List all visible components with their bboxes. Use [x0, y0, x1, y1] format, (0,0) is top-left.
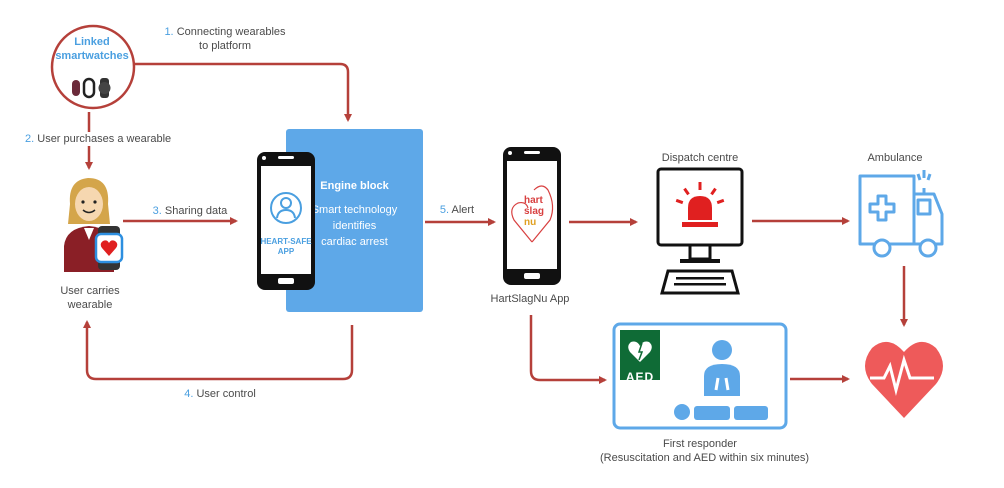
step-text: User purchases a wearable	[37, 133, 172, 145]
engine-block-description: Smart technology identifies cardiac arre…	[286, 202, 423, 250]
step-number: 5.	[439, 204, 450, 216]
step-number: 3.	[152, 205, 162, 217]
dispatch-label: Dispatch centre	[661, 152, 739, 164]
step1-label: 1. Connecting wearables to platform	[160, 25, 290, 53]
desc-line: Smart technology	[311, 204, 398, 216]
step-text: User control	[196, 388, 256, 400]
hartslagnu-logo-text: hart slag nu	[524, 195, 554, 228]
first-responder-box	[612, 322, 788, 430]
label-line: User carries	[60, 285, 120, 297]
step2-label: 2. User purchases a wearable	[25, 132, 171, 146]
logo-word: hart	[524, 195, 543, 206]
user-profile-icon	[270, 192, 302, 224]
app-name-line: APP	[277, 247, 295, 256]
siren-icon	[675, 182, 725, 227]
dispatch-computer-icon	[656, 167, 744, 295]
cpr-icon	[674, 340, 768, 420]
smartwatch-icons	[72, 77, 111, 99]
heart-safe-phone	[257, 152, 315, 290]
ambulance-label: Ambulance	[867, 152, 923, 164]
step-number: 2.	[25, 133, 35, 145]
smartwatches-title: Linked smartwatches	[52, 35, 132, 63]
heartbeat-heart-icon	[865, 341, 943, 418]
hartslagnu-label: HartSlagNu App	[490, 293, 570, 305]
user-label: User carries wearable	[50, 284, 130, 312]
app-name-line: HEART-SAFE	[260, 237, 312, 246]
step-text: Alert	[451, 204, 475, 216]
smartwatches-circle	[50, 24, 136, 110]
arrow-step4	[83, 320, 354, 381]
hartslagnu-logo-heart	[511, 185, 554, 243]
aed-text: AED	[625, 370, 655, 384]
engine-block-title: Engine block	[320, 180, 389, 192]
step4-label: 4. User control	[175, 387, 265, 401]
logo-word: nu	[524, 217, 537, 228]
step-text: Connecting wearables	[176, 26, 286, 38]
desc-line: identifies	[332, 220, 377, 232]
logo-word: slag	[524, 206, 545, 217]
step-text: to platform	[199, 40, 251, 52]
step-number: 4.	[184, 388, 194, 400]
desc-line: cardiac arrest	[321, 236, 388, 248]
step3-label: 3. Sharing data	[145, 204, 235, 218]
step-text: Sharing data	[164, 205, 228, 217]
label-line: (Resuscitation and AED within six minute…	[600, 452, 810, 464]
ambulance-icon	[858, 170, 944, 258]
step-number: 1.	[164, 26, 174, 38]
step5-label: 5. Alert	[432, 203, 482, 217]
title-line: Linked	[74, 36, 110, 48]
user-wearer-icon	[64, 178, 124, 272]
arrow-step1	[131, 62, 352, 122]
hartslagnu-phone	[503, 147, 561, 285]
label-line: First responder	[663, 438, 737, 450]
title-line: smartwatches	[55, 50, 129, 62]
arrow-app-responder	[529, 315, 607, 384]
label-line: wearable	[67, 299, 113, 311]
heart-safe-app-label: HEART-SAFE APP	[258, 237, 314, 257]
first-responder-label: First responder (Resuscitation and AED w…	[600, 437, 810, 465]
